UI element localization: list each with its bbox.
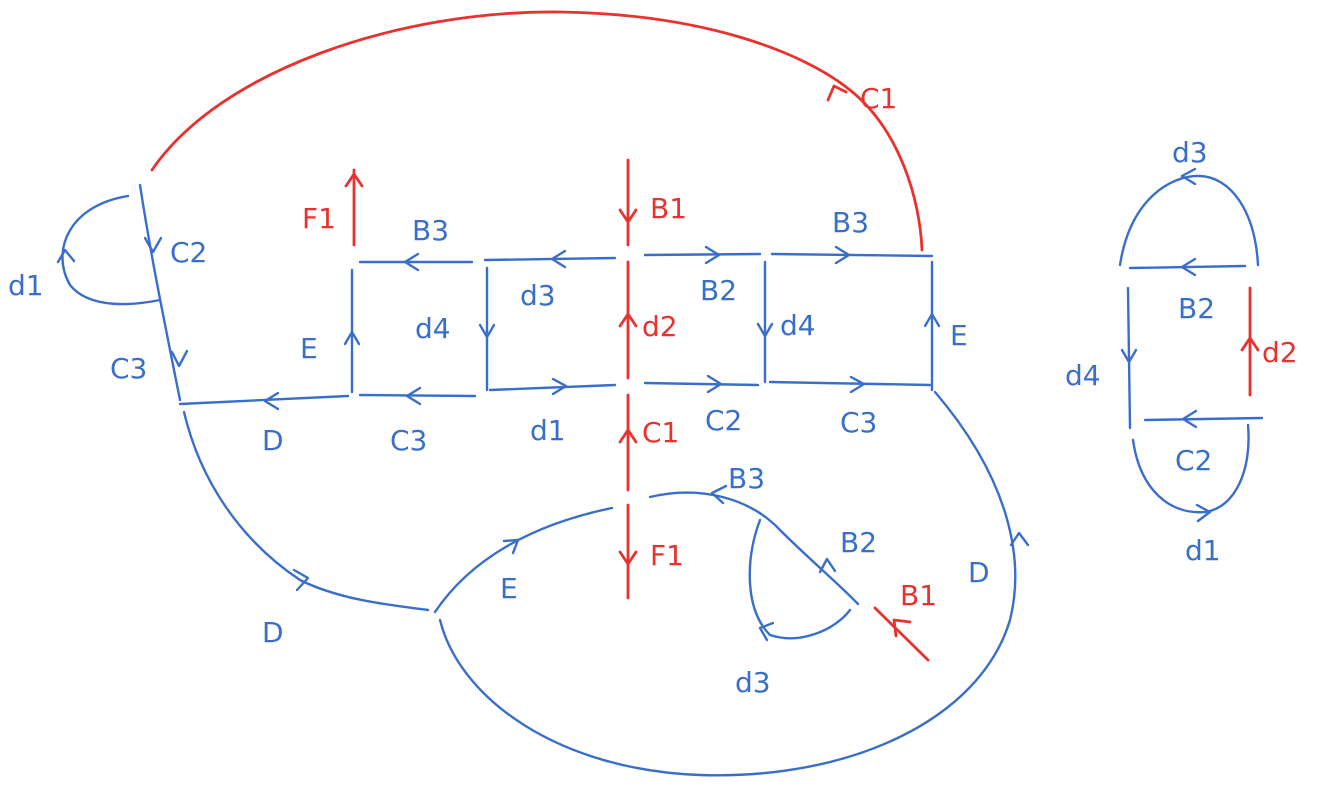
arrow-b3-lower xyxy=(710,484,728,505)
arrow-f1-top xyxy=(344,172,364,188)
side-label-c2: C2 xyxy=(1175,444,1212,477)
side-arrow-d2 xyxy=(1240,336,1260,352)
blue-edge-c3-bottom-right xyxy=(768,380,932,387)
side-arc-d3 xyxy=(1118,174,1260,267)
blue-curve-e-lower xyxy=(433,506,614,614)
label-c2-left: C2 xyxy=(170,236,207,269)
arrow-c3-bottom-right xyxy=(849,375,866,394)
blue-loop-d3-lower xyxy=(748,518,852,640)
arrow-d4-left xyxy=(478,323,496,339)
label-c1-top: C1 xyxy=(860,82,897,115)
label-b3-top-right: B3 xyxy=(832,206,869,239)
label-b1-lower: B1 xyxy=(900,579,937,612)
blue-curve-d-lower-left xyxy=(182,410,430,612)
arrow-c3-left xyxy=(170,349,189,368)
label-c3-bottom-left: C3 xyxy=(390,424,427,457)
arrow-e-right xyxy=(923,312,941,328)
side-arrow-c2 xyxy=(1181,409,1198,429)
side-label-b2: B2 xyxy=(1178,292,1215,325)
label-d2-center: d2 xyxy=(642,310,678,343)
label-f1-lower: F1 xyxy=(650,539,684,572)
blue-edge-c2-center xyxy=(643,381,760,387)
label-d4-right: d4 xyxy=(780,309,816,342)
arrow-d3-top xyxy=(550,249,567,269)
arrow-d1-left xyxy=(56,248,76,264)
blue-curve-b3-b2-lower xyxy=(648,491,860,606)
arrow-b3-top-right xyxy=(834,245,851,265)
arrow-b1-top xyxy=(618,208,638,224)
arrow-c2-center xyxy=(706,374,723,394)
blue-curve-big-bottom xyxy=(438,390,1017,777)
label-d4-left: d4 xyxy=(415,312,451,345)
label-c2-center: C2 xyxy=(705,404,742,437)
side-arc-d1 xyxy=(1131,423,1250,514)
arrow-c1-top xyxy=(826,84,848,102)
label-d1-center: d1 xyxy=(530,414,566,447)
label-c3-bottom-right: C3 xyxy=(840,406,877,439)
label-d-bottom: D xyxy=(262,616,284,649)
arrow-d-left xyxy=(263,391,280,411)
blue-edge-c3-bottom-left xyxy=(358,393,477,398)
arrow-d3-lower xyxy=(758,621,775,642)
side-edge-b2 xyxy=(1128,264,1247,270)
side-label-d2: d2 xyxy=(1262,336,1298,369)
arrow-e-left xyxy=(343,330,361,346)
arrow-e-lower xyxy=(502,538,520,555)
label-b3-top-left: B3 xyxy=(412,214,449,247)
red-arc-c1 xyxy=(150,10,924,252)
blue-strand-c2-c3 xyxy=(138,183,182,402)
label-e-right: E xyxy=(950,319,968,352)
side-arrow-d3 xyxy=(1180,167,1197,186)
arrow-f1-lower xyxy=(618,550,638,566)
blue-edge-d-left xyxy=(178,394,350,406)
blue-edge-d1-center xyxy=(488,383,617,392)
side-label-d3: d3 xyxy=(1172,136,1208,169)
arrow-d2-center xyxy=(618,312,638,328)
label-b2-center: B2 xyxy=(700,274,737,307)
label-b2-lower: B2 xyxy=(840,526,877,559)
label-d3-center: d3 xyxy=(520,279,556,312)
blue-loop-d1-left xyxy=(61,194,162,306)
label-f1-top: F1 xyxy=(302,202,336,235)
arrow-c3-bottom-left xyxy=(405,386,422,406)
arrow-b2-top xyxy=(704,245,721,265)
side-label-d4: d4 xyxy=(1065,359,1101,392)
arrow-d4-right xyxy=(756,322,774,338)
arrow-d-right xyxy=(1009,531,1030,547)
side-edge-d4 xyxy=(1126,286,1132,430)
arrow-c2-left xyxy=(143,236,163,254)
side-arrow-d4 xyxy=(1120,348,1138,364)
label-e-lower: E xyxy=(500,572,518,605)
label-d3-bottom: d3 xyxy=(735,666,771,699)
arrow-b2-lower xyxy=(818,557,837,574)
arrow-d-lower-left xyxy=(292,568,310,592)
label-d-left: D xyxy=(262,424,284,457)
side-edge-c2 xyxy=(1143,416,1264,422)
arrow-b1-lower xyxy=(892,618,912,638)
label-c3-left: C3 xyxy=(110,352,147,385)
blue-edge-b3-top-right xyxy=(770,252,934,258)
side-label-d1: d1 xyxy=(1185,534,1221,567)
side-arrow-b2 xyxy=(1180,257,1197,277)
blue-edge-b2-top xyxy=(643,252,762,257)
label-b3-lower: B3 xyxy=(728,462,765,495)
arrow-b3-top-left xyxy=(403,252,420,272)
arrow-c1-center xyxy=(618,428,638,444)
label-d1-left: d1 xyxy=(8,269,44,302)
label-b1-top: B1 xyxy=(650,192,687,225)
label-d-right: D xyxy=(968,556,990,589)
label-c1-center: C1 xyxy=(642,416,679,449)
red-strand-b1-lower xyxy=(873,606,930,662)
arrow-d1-center xyxy=(551,377,568,396)
blue-edge-d3-top xyxy=(483,256,617,262)
side-arrow-d1 xyxy=(1195,503,1212,523)
label-e-left: E xyxy=(300,332,318,365)
